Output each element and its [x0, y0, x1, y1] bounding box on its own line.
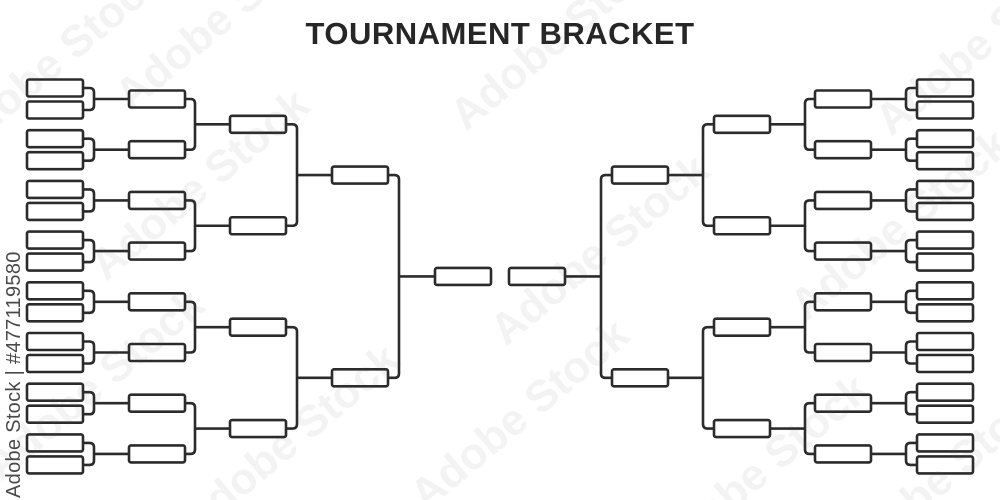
- round-1-slot: [915, 331, 975, 352]
- right-wing: [507, 78, 975, 475]
- pair-connector: [83, 441, 96, 467]
- round-1-slot: [25, 433, 85, 453]
- finalist-slot: [507, 266, 567, 287]
- round-1-slot: [915, 150, 975, 171]
- semifinal-slot: [610, 165, 670, 185]
- pair-connector: [904, 137, 917, 162]
- round-1-slot: [25, 455, 85, 475]
- pair-connector: [904, 188, 917, 213]
- round-1-slot: [25, 201, 85, 222]
- round-2-slot: [127, 444, 187, 464]
- pair-connector: [185, 97, 197, 151]
- round-2-slot: [813, 89, 873, 109]
- pair-connector: [599, 173, 612, 380]
- pair-connector: [185, 199, 197, 253]
- round-1-slot: [25, 128, 85, 149]
- round-1-slot: [25, 150, 85, 171]
- round-1-slot: [25, 382, 85, 403]
- round-3-slot: [712, 317, 772, 337]
- round-1-slot: [25, 331, 85, 352]
- round-2-slot: [127, 139, 187, 160]
- semifinal-slot: [330, 368, 390, 388]
- pair-connector: [83, 86, 96, 112]
- round-1-slot: [25, 280, 85, 301]
- round-3-slot: [228, 215, 288, 236]
- round-1-slot: [915, 78, 975, 98]
- round-2-slot: [127, 190, 187, 211]
- pair-connector: [83, 238, 96, 264]
- round-1-slot: [25, 302, 85, 323]
- left-wing: [25, 78, 493, 475]
- pair-connector: [904, 289, 917, 315]
- round-2-slot: [813, 444, 873, 464]
- round-1-slot: [25, 353, 85, 374]
- round-1-slot: [915, 100, 975, 120]
- round-3-slot: [228, 114, 288, 135]
- pair-connector: [286, 325, 299, 430]
- pair-connector: [904, 390, 917, 416]
- round-1-slot: [25, 100, 85, 120]
- round-1-slot: [915, 179, 975, 200]
- pair-connector: [83, 289, 96, 315]
- round-1-slot: [915, 433, 975, 453]
- round-2-slot: [813, 190, 873, 211]
- round-2-slot: [127, 89, 187, 109]
- round-1-slot: [915, 201, 975, 222]
- round-2-slot: [127, 291, 187, 312]
- round-2-slot: [813, 291, 873, 312]
- round-1-slot: [915, 252, 975, 272]
- round-1-slot: [915, 280, 975, 301]
- pair-connector: [803, 97, 815, 151]
- pair-connector: [701, 123, 714, 228]
- semifinal-slot: [330, 165, 390, 185]
- pair-connector: [286, 123, 299, 228]
- pair-connector: [904, 238, 917, 264]
- round-1-slot: [915, 404, 975, 425]
- round-2-slot: [813, 342, 873, 363]
- pair-connector: [83, 188, 96, 213]
- pair-connector: [388, 173, 401, 380]
- pair-connector: [701, 325, 714, 430]
- round-1-slot: [25, 78, 85, 98]
- pair-connector: [83, 390, 96, 416]
- pair-connector: [904, 441, 917, 467]
- round-1-slot: [915, 302, 975, 323]
- round-3-slot: [228, 317, 288, 337]
- round-1-slot: [915, 455, 975, 475]
- round-1-slot: [915, 128, 975, 149]
- round-2-slot: [127, 393, 187, 414]
- pair-connector: [803, 401, 815, 456]
- round-1-slot: [25, 230, 85, 250]
- round-1-slot: [915, 353, 975, 374]
- pair-connector: [185, 300, 197, 354]
- pair-connector: [83, 137, 96, 162]
- round-3-slot: [712, 418, 772, 439]
- round-3-slot: [712, 114, 772, 135]
- pair-connector: [803, 199, 815, 253]
- round-1-slot: [915, 382, 975, 403]
- round-2-slot: [813, 393, 873, 414]
- pair-connector: [83, 340, 96, 365]
- page-title: TOURNAMENT BRACKET: [305, 16, 695, 51]
- pair-connector: [803, 300, 815, 354]
- round-2-slot: [813, 139, 873, 160]
- round-1-slot: [25, 404, 85, 425]
- round-1-slot: [25, 179, 85, 200]
- semifinal-slot: [610, 368, 670, 388]
- round-1-slot: [25, 252, 85, 272]
- pair-connector: [904, 86, 917, 112]
- round-3-slot: [228, 418, 288, 439]
- pair-connector: [185, 401, 197, 456]
- round-2-slot: [813, 241, 873, 261]
- round-2-slot: [127, 342, 187, 363]
- pair-connector: [904, 340, 917, 365]
- round-2-slot: [127, 241, 187, 261]
- round-1-slot: [915, 230, 975, 250]
- round-3-slot: [712, 215, 772, 236]
- finalist-slot: [433, 266, 493, 287]
